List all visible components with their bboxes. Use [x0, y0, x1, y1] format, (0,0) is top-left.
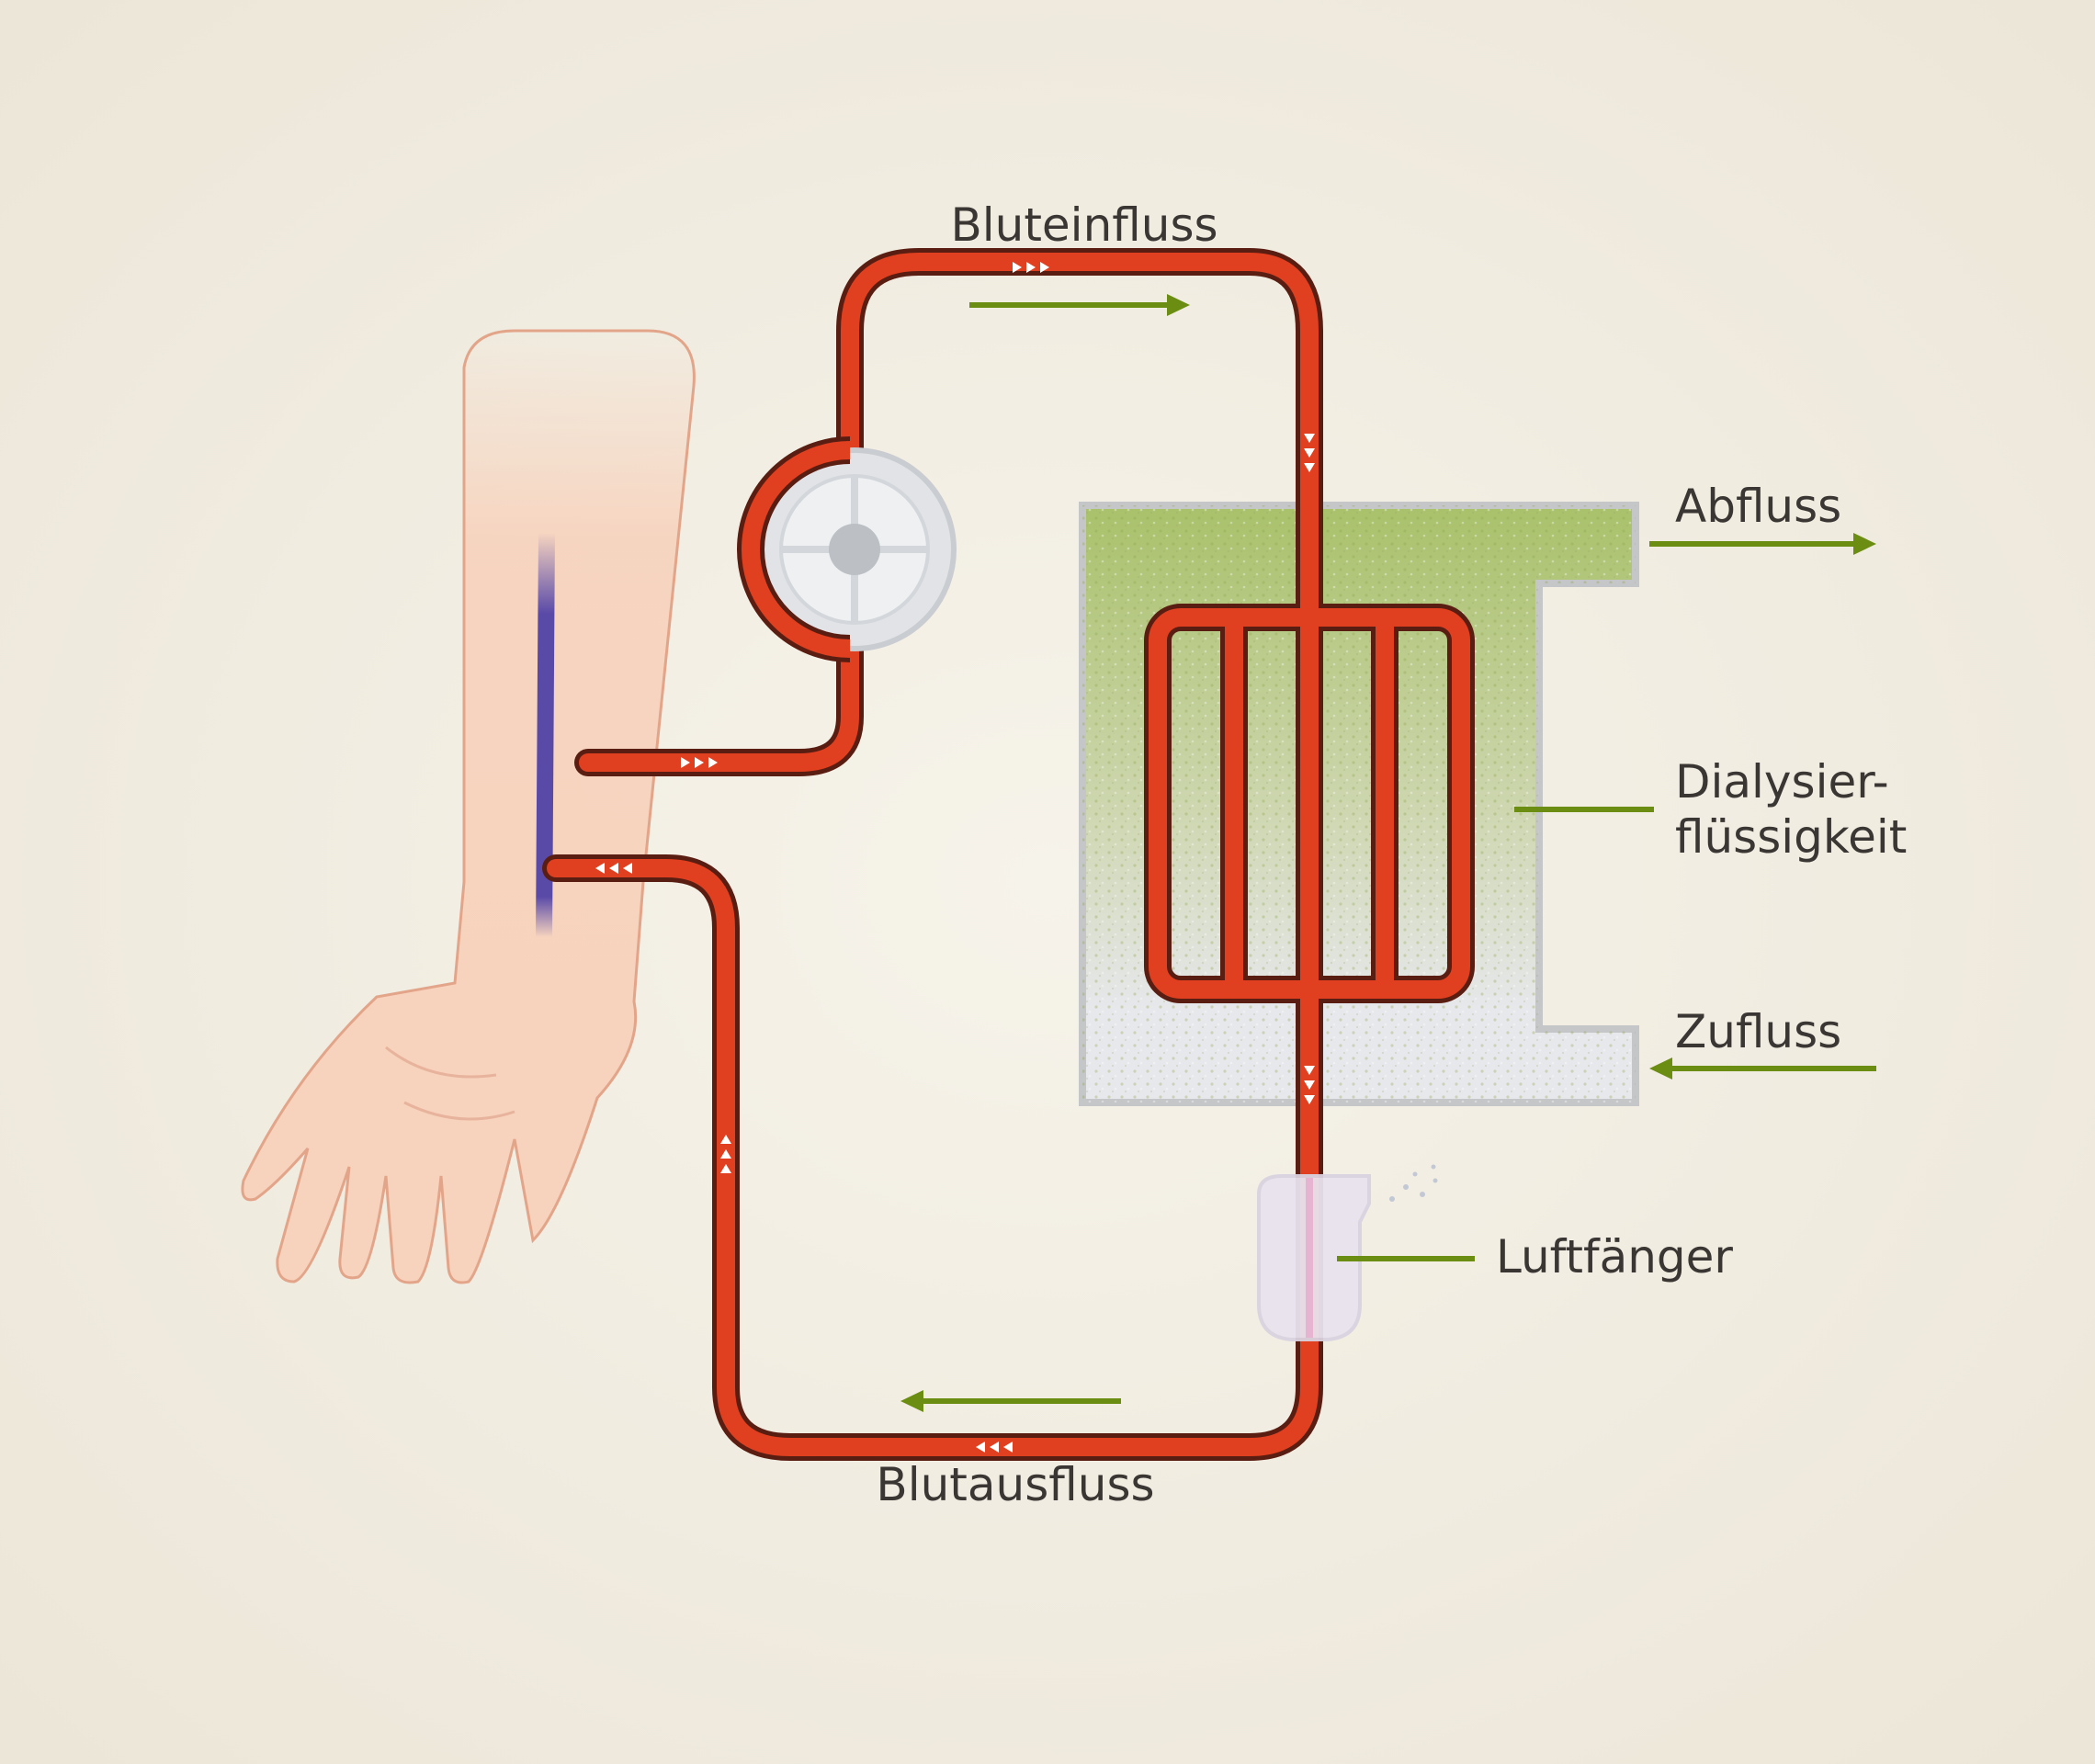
label-air-trap: Luftfänger — [1496, 1230, 1733, 1283]
pump-roller-tube — [742, 441, 851, 658]
label-dialysate-line1: Dialysier- — [1675, 755, 1889, 808]
air-trap-body — [1257, 1174, 1371, 1341]
label-blood-outflow: Blutausfluss — [876, 1458, 1154, 1511]
palm-crease — [385, 1046, 497, 1079]
label-dialysate-line2: flüssigkeit — [1675, 810, 1907, 864]
palm-crease — [403, 1101, 515, 1121]
flow-direction-arrow — [900, 294, 1876, 1412]
label-blood-inflow: Bluteinfluss — [950, 198, 1217, 252]
dialyzer-tubes — [1225, 608, 1394, 999]
label-outflow: Abfluss — [1675, 480, 1841, 533]
tube-return — [547, 859, 1319, 1456]
tube-inflow — [579, 253, 1319, 772]
blood-pump-icon — [737, 436, 957, 662]
flow-markers — [595, 262, 1315, 1453]
blood-circuit — [542, 248, 1475, 1461]
label-inflow: Zufluss — [1675, 1005, 1841, 1058]
air-bubbles — [1389, 1164, 1438, 1202]
pump-hub — [829, 524, 880, 575]
air-trap-icon — [1257, 1164, 1438, 1341]
